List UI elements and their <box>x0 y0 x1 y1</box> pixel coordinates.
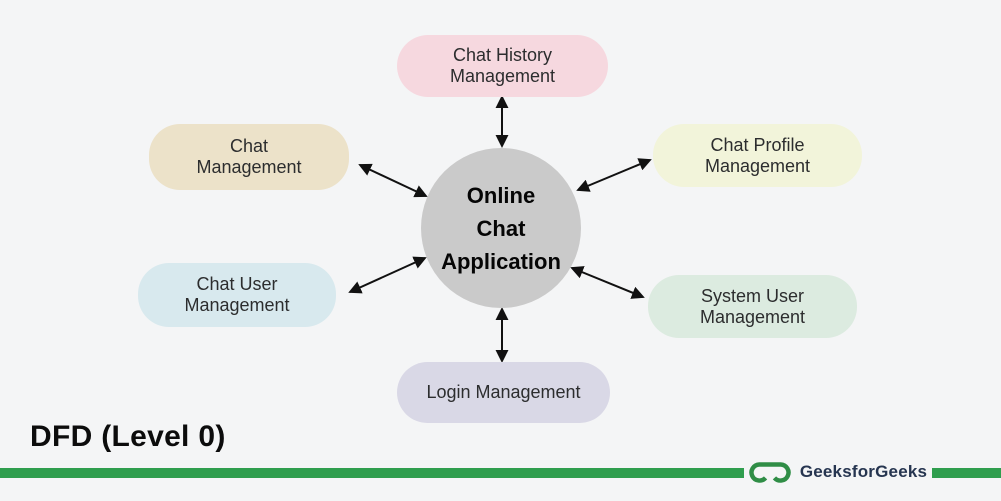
node-label-line: Chat Profile <box>710 134 805 155</box>
arrow-center-to-system-user <box>570 266 645 299</box>
geeksforgeeks-wordmark: GeeksforGeeks <box>799 462 928 481</box>
node-system-user-management: System User Management <box>648 275 857 338</box>
arrow-center-to-chat-profile <box>576 158 652 192</box>
diagram-title: DFD (Level 0) <box>30 420 226 453</box>
geeksforgeeks-icon <box>749 461 791 483</box>
process-label-line: Chat <box>476 215 526 241</box>
node-label-line: Chat History <box>452 45 553 65</box>
node-label-line: System User <box>700 285 805 306</box>
node-chat-user-management: Chat User Management <box>138 263 336 327</box>
node-label-line: Management <box>699 306 806 327</box>
node-label-line: Login Management <box>426 382 581 402</box>
process-online-chat-application: Online Chat Application <box>421 148 581 308</box>
process-label-line: Online <box>466 182 536 208</box>
node-chat-management: Chat Management <box>149 124 349 190</box>
node-label-line: Chat <box>229 136 269 156</box>
node-label-line: Management <box>196 157 302 177</box>
node-label-line: Management <box>184 295 290 315</box>
node-label-line: Management <box>704 155 811 176</box>
gfg-right-g <box>769 461 791 483</box>
gfg-left-g <box>749 461 770 483</box>
footer-divider-bar <box>0 468 1001 478</box>
node-chat-history-management: Chat History Management <box>397 35 608 97</box>
process-label-line: Application <box>441 248 561 274</box>
node-chat-profile-management: Chat Profile Management <box>653 124 862 187</box>
arrow-center-to-chat-user <box>348 256 427 294</box>
geeksforgeeks-logo: GeeksforGeeks <box>744 454 932 490</box>
node-label-line: Chat User <box>196 274 278 294</box>
node-label-line: Management <box>449 66 556 86</box>
arrow-center-to-chat-management <box>358 163 428 198</box>
node-login-management: Login Management <box>397 362 610 423</box>
